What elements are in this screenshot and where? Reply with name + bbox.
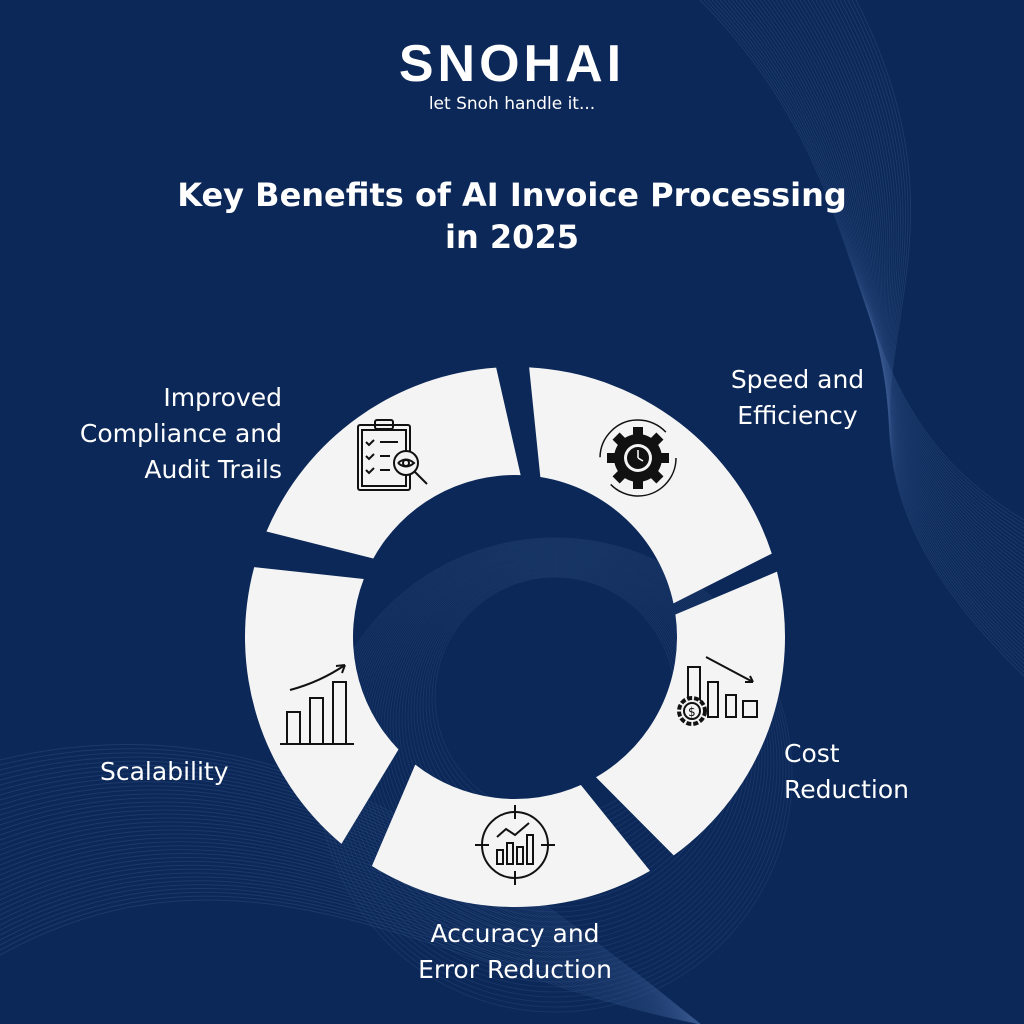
gear-clock-icon: [599, 419, 677, 497]
label-cost: Cost Reduction: [784, 736, 984, 808]
logo-tagline: let Snoh handle it...: [428, 94, 596, 114]
label-line: Accuracy and: [430, 919, 600, 948]
svg-text:$: $: [688, 705, 696, 719]
label-accuracy: Accuracy and Error Reduction: [380, 916, 650, 988]
label-line: Cost: [784, 739, 840, 768]
label-line: Efficiency: [737, 401, 858, 430]
page-title: Key Benefits of AI Invoice Processing in…: [0, 174, 1024, 258]
label-line: Reduction: [784, 775, 909, 804]
segment-target-chart: [371, 764, 650, 907]
label-line: Compliance and: [79, 419, 282, 448]
segment-gear-clock: [529, 367, 772, 604]
title-line-2: in 2025: [445, 218, 579, 256]
label-line: Audit Trails: [144, 455, 282, 484]
label-scalability: Scalability: [100, 754, 300, 790]
label-line: Error Reduction: [418, 955, 612, 984]
cost-reduction-chart-icon: $: [677, 656, 758, 726]
growth-bar-chart-icon: [280, 664, 354, 745]
target-chart-icon: [475, 805, 555, 885]
label-line: Scalability: [100, 757, 229, 786]
clipboard-inspect-icon: [357, 419, 428, 491]
label-speed: Speed and Efficiency: [700, 362, 895, 434]
label-line: Speed and: [730, 365, 865, 394]
segment-growth-bar-chart: [244, 567, 399, 844]
label-compliance: Improved Compliance and Audit Trails: [40, 380, 282, 488]
title-line-1: Key Benefits of AI Invoice Processing: [177, 176, 847, 214]
logo-wordmark: SNOHAI: [398, 35, 626, 93]
label-line: Improved: [163, 383, 282, 412]
logo: SNOHAI let Snoh handle it...: [0, 36, 1024, 114]
